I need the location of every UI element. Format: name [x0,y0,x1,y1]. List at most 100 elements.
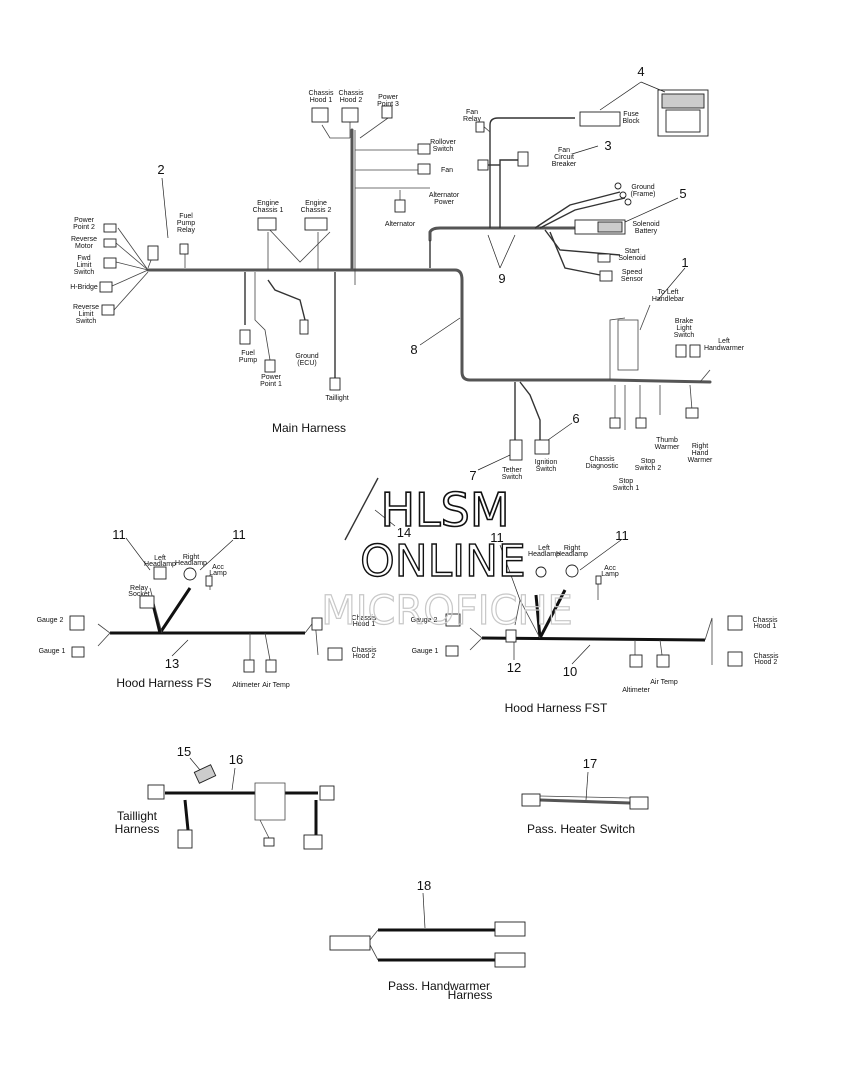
pass-handwarmer-harness [329,892,526,968]
label-hbridge: H-Bridge [70,284,98,291]
label-fs-ch1-b: Hood 1 [353,621,376,628]
watermark-line2: ONLINE [360,536,526,587]
watermark-line3: MICROFICHE [321,588,573,634]
label-fan-cb-c: Breaker [552,161,577,168]
label-engine-chassis2-b: Chassis 2 [301,207,332,214]
taillight-harness [147,757,335,850]
label-chassis-hood1-b: Hood 1 [310,97,333,104]
label-reverse-limit-b: Limit [79,311,94,318]
label-power-point1-a: Power [261,374,282,381]
label-to-left-hb-a: To Left [657,289,678,296]
label-ignition-a: Ignition [535,459,558,466]
label-power-point1-b: Point 1 [260,381,282,388]
title-taillight-1: Taillight [117,809,158,823]
label-stop-sw2-a: Stop [641,458,656,465]
label-tether-a: Tether [502,467,522,474]
label-engine-chassis1-b: Chassis 1 [253,207,284,214]
label-fs-relay-a: Relay [130,585,148,592]
label-chassis-hood2-b: Hood 2 [340,97,363,104]
label-fan-cb-b: Circuit [554,154,574,161]
label-brake-light-c: Switch [674,332,695,339]
label-engine-chassis1-a: Engine [257,200,279,207]
label-solenoid-batt-a: Solenoid [632,221,659,228]
label-fst-right-head-a: Right [564,545,580,552]
callout-11-b: 11 [232,527,246,542]
callout-5: 5 [679,186,686,201]
label-fan: Fan [441,167,453,174]
label-fs-ch1-a: Chassis [352,615,377,622]
label-ground-frame-b: (Frame) [631,191,656,198]
label-chassis-hood2-a: Chassis [339,90,364,97]
callout-1: 1 [681,255,688,270]
label-thumb-warmer-b: Warmer [655,444,680,451]
label-fst-left-head-b: Headlamp [528,551,560,558]
label-alt-power-a: Alternator [429,192,460,199]
callout-12: 12 [507,660,521,675]
title-main-harness: Main Harness [272,421,346,435]
label-ignition-b: Switch [536,466,557,473]
callout-17: 17 [583,756,597,771]
label-fst-gauge1: Gauge 1 [412,648,439,655]
title-pass-hand-2: Harness [448,988,493,1002]
label-fs-right-head-b: Headlamp [175,560,207,567]
label-to-left-hb-b: Handlebar [652,296,685,303]
label-power-point3-b: Point 3 [377,101,399,108]
hood-harness-fst [445,539,743,668]
main-harness-labels: Chassis Hood 1 Chassis Hood 2 Power Poin… [70,90,745,492]
label-rollover-a: Rollover [430,139,456,146]
label-engine-chassis2-a: Engine [305,200,327,207]
label-fst-acc-b: Lamp [601,571,619,578]
label-fwd-limit-c: Switch [74,269,95,276]
label-fuel-pump-a: Fuel [241,350,255,357]
tie-strap-14 [344,477,379,541]
label-fst-gauge2: Gauge 2 [411,617,438,624]
title-taillight-2: Harness [115,822,160,836]
label-fst-acc-a: Acc [604,565,616,572]
label-fst-ch2-a: Chassis [754,653,779,660]
callout-11-a: 11 [112,527,126,542]
label-thumb-warmer-a: Thumb [656,437,678,444]
label-fs-relay-b: Socket [128,591,149,598]
label-left-hw-b: Handwarmer [704,345,745,352]
label-fs-ch2-b: Hood 2 [353,653,376,660]
label-ground-ecu-b: (ECU) [297,360,316,367]
hood-harness-fs [69,537,343,673]
callout-4: 4 [637,64,644,79]
title-pass-heater: Pass. Heater Switch [527,822,635,836]
label-fan-relay-b: Relay [463,116,481,123]
label-stop-sw1-a: Stop [619,478,634,485]
label-fwd-limit-a: Fwd [77,255,90,262]
label-tether-b: Switch [502,474,523,481]
label-power-point2-b: Point 2 [73,224,95,231]
label-reverse-limit-a: Reverse [73,304,99,311]
label-fs-right-head-a: Right [183,554,199,561]
label-fs-alt: Altimeter [232,682,260,689]
label-speed-sensor-a: Speed [622,269,642,276]
label-speed-sensor-b: Sensor [621,276,644,283]
label-fan-cb-a: Fan [558,147,570,154]
label-left-hw-a: Left [718,338,730,345]
label-power-point3-a: Power [378,94,399,101]
main-harness [99,81,712,471]
label-start-solenoid-a: Start [625,248,640,255]
label-reverse-motor-a: Reverse [71,236,97,243]
callout-8: 8 [410,342,417,357]
hood-harness-fst-labels: Left Headlamp Right Headlamp Acc Lamp Ga… [411,545,779,694]
label-fst-air: Air Temp [650,679,678,686]
label-fst-ch1-a: Chassis [753,617,778,624]
label-brake-light-a: Brake [675,318,693,325]
label-right-hw-b: Hand [692,450,709,457]
callout-2: 2 [157,162,164,177]
label-taillight: Taillight [325,395,348,402]
label-fs-left-head-a: Left [154,555,166,562]
label-power-point2-a: Power [74,217,95,224]
label-reverse-motor-b: Motor [75,243,94,250]
label-brake-light-b: Light [676,325,691,332]
label-fst-right-head-b: Headlamp [556,551,588,558]
label-fst-ch1-b: Hood 1 [754,623,777,630]
label-fuel-pump-relay-a: Fuel [179,213,193,220]
label-fst-ch2-b: Hood 2 [755,659,778,666]
label-fs-acc-b: Lamp [209,570,227,577]
label-fs-air: Air Temp [262,682,290,689]
